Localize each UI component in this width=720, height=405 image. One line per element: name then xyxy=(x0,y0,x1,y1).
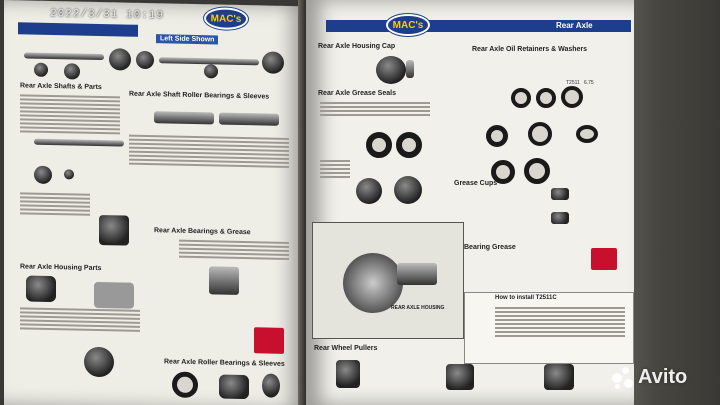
avito-watermark: Avito xyxy=(612,366,687,389)
grease-can-right xyxy=(591,248,617,270)
section-bearing-grease: Bearing Grease xyxy=(464,244,516,251)
section-bearings-grease: Rear Axle Bearings & Grease xyxy=(154,227,251,237)
left-catalog-page: MAC's Left Side Shown Rear Axle Shafts &… xyxy=(4,0,306,405)
table-surface xyxy=(634,0,720,405)
photo-timestamp: 2022/3/31 10:19 xyxy=(49,8,165,22)
brand-logo-left: MAC's xyxy=(204,7,248,31)
axle-diagram xyxy=(4,0,306,80)
section-grease-cups: Grease Cups xyxy=(454,180,498,187)
housing-label: REAR AXLE HOUSING xyxy=(391,305,445,311)
bearing-sleeves xyxy=(4,0,306,126)
page-header-rear-axle: Rear Axle xyxy=(556,21,593,30)
housing-illustration-box: REAR AXLE HOUSING xyxy=(312,222,464,339)
section-grease-seals: Rear Axle Grease Seals xyxy=(318,90,396,97)
section-roller-bearings-sleeves-2: Rear Axle Roller Bearings & Sleeves xyxy=(164,358,285,368)
brand-logo-right: MAC's xyxy=(386,14,430,36)
blue-band-left xyxy=(18,22,138,37)
section-wheel-pullers: Rear Wheel Pullers xyxy=(314,345,378,352)
section-oil-retainers-washers: Rear Axle Oil Retainers & Washers xyxy=(472,46,588,53)
section-roller-bearings-sleeves: Rear Axle Shaft Roller Bearings & Sleeve… xyxy=(129,90,270,101)
section-housing-parts: Rear Axle Housing Parts xyxy=(20,263,102,273)
howto-title: How to install T2511C xyxy=(495,295,557,301)
section-rear-axle-shafts: Rear Axle Shafts & Parts xyxy=(20,82,102,92)
small-parts-group xyxy=(4,0,306,246)
section-housing-cap: Rear Axle Housing Cap xyxy=(318,43,396,50)
avito-logo-icon xyxy=(612,366,634,389)
avito-wordmark: Avito xyxy=(638,366,688,388)
howto-box: How to install T2511C xyxy=(464,292,634,364)
left-side-shown-tab: Left Side Shown xyxy=(156,34,219,45)
bottom-washers xyxy=(4,0,306,400)
right-catalog-page: MAC's Rear Axle Rear Axle Housing Cap Re… xyxy=(306,0,634,405)
grease-can-left xyxy=(254,327,284,354)
housing-parts-group xyxy=(4,0,306,378)
